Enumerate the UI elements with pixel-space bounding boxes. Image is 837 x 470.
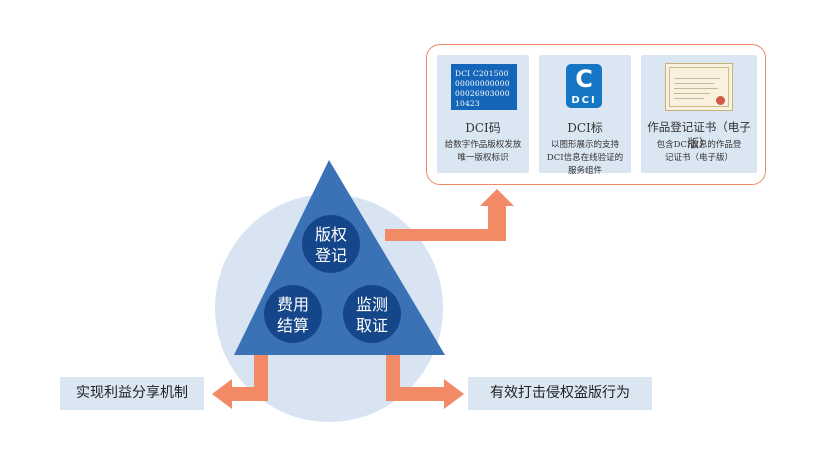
certificate-image xyxy=(665,63,733,111)
node-monitoring-line1: 监测 xyxy=(356,295,388,314)
card-dci-code-title: DCI码 xyxy=(465,121,501,135)
card-dci-mark-title: DCI标 xyxy=(567,121,603,135)
card-certificate-title: 作品登记证书（电子版） xyxy=(647,120,751,150)
card-certificate: 作品登记证书（电子版） 包含DCI信息的作品登记证书（电子版） xyxy=(641,55,757,173)
certificate-line xyxy=(674,93,710,94)
dci-logo-letter: C xyxy=(575,65,593,93)
outcome-right-label: 有效打击侵权盗版行为 xyxy=(468,377,652,410)
arrow-to-right-outcome xyxy=(386,352,464,409)
certificate-line xyxy=(674,88,718,89)
card-dci-code: DCI C201500000000000000002690300010423 D… xyxy=(437,55,529,173)
node-registration-line2: 登记 xyxy=(315,246,347,265)
certificate-line xyxy=(674,98,704,99)
card-dci-mark: C DCI DCI标 以图形展示的支持DCI信息在线验证的服务组件 xyxy=(539,55,631,176)
dci-code-image: DCI C201500000000000000002690300010423 xyxy=(451,64,517,110)
node-monitoring-circle xyxy=(343,285,401,343)
certificate-seal-icon xyxy=(716,96,725,105)
node-registration-circle xyxy=(302,215,360,273)
dci-panel: DCI C201500000000000000002690300010423 D… xyxy=(426,44,766,185)
node-monitoring-line2: 取证 xyxy=(356,316,388,335)
arrow-to-panel xyxy=(385,189,514,241)
node-settlement-line2: 结算 xyxy=(277,316,309,335)
card-dci-code-desc: 给数字作品版权发放唯一版权标识 xyxy=(444,140,522,163)
certificate-line xyxy=(674,78,720,79)
certificate-frame xyxy=(669,67,729,107)
dci-logo-text: DCI xyxy=(571,95,597,106)
arrow-to-left-outcome xyxy=(212,350,268,409)
node-registration-line1: 版权 xyxy=(315,225,347,244)
card-certificate-desc: 包含DCI信息的作品登记证书（电子版） xyxy=(656,140,742,163)
dci-logo-icon: C DCI xyxy=(566,64,602,108)
outcome-left-label: 实现利益分享机制 xyxy=(60,377,204,410)
node-settlement-line1: 费用 xyxy=(277,295,309,314)
card-dci-mark-desc: 以图形展示的支持DCI信息在线验证的服务组件 xyxy=(546,140,624,176)
node-settlement-circle xyxy=(264,285,322,343)
certificate-line xyxy=(674,83,714,84)
